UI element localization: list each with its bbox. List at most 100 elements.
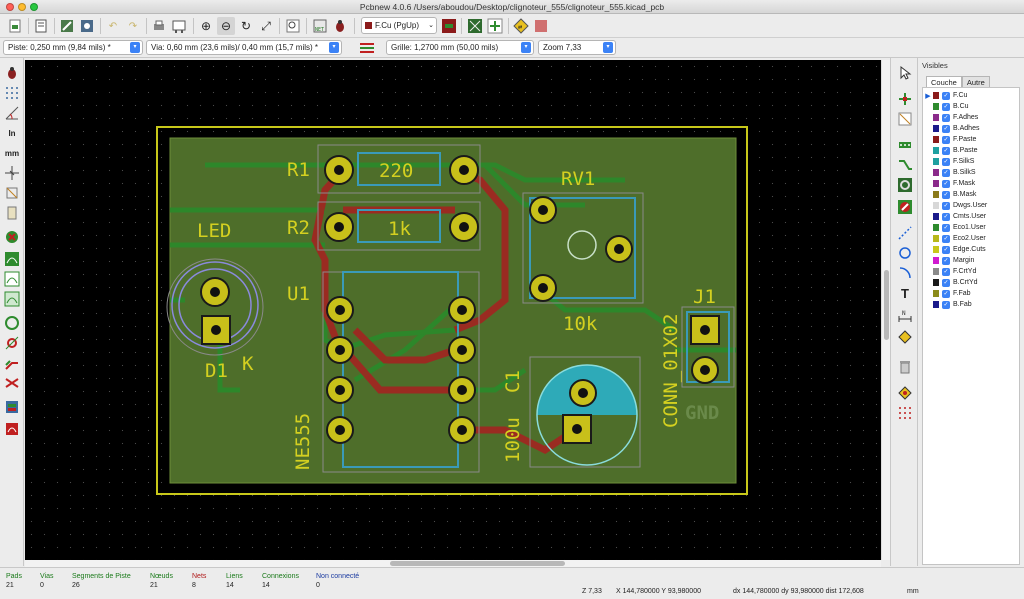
auto-delete-track-icon[interactable] [3, 228, 21, 246]
pcb-canvas[interactable]: R1 220 R2 1k RV1 10k LED D1 K U1 J1 GND … [25, 60, 881, 560]
layer-row[interactable]: ✓Cmts.User [923, 211, 1019, 222]
via-size-select[interactable]: Via: 0,60 mm (23,6 mils)/ 0,40 mm (15,7 … [146, 40, 342, 55]
redo-icon[interactable]: ↷ [128, 20, 138, 32]
vertical-scroll-thumb[interactable] [884, 270, 889, 340]
layer-color-swatch[interactable] [933, 125, 939, 132]
layer-visibility-checkbox[interactable]: ✓ [942, 179, 950, 188]
layer-visibility-checkbox[interactable]: ✓ [942, 212, 950, 221]
redraw-icon[interactable]: ↻ [240, 19, 252, 33]
horizontal-scroll-thumb[interactable] [390, 561, 565, 566]
add-text-icon[interactable]: T [901, 285, 909, 301]
layer-visibility-checkbox[interactable]: ✓ [942, 157, 950, 166]
layer-visibility-checkbox[interactable]: ✓ [942, 223, 950, 232]
pad-sketch-icon[interactable] [3, 314, 21, 332]
show-zones-icon[interactable] [3, 250, 21, 268]
add-via-icon[interactable] [896, 176, 914, 194]
layer-visibility-checkbox[interactable]: ✓ [942, 113, 950, 122]
grid-toggle-icon[interactable] [3, 84, 21, 102]
layer-row[interactable]: ✓B.SilkS [923, 167, 1019, 178]
layer-color-swatch[interactable] [933, 290, 939, 297]
inch-units-button[interactable]: In [8, 128, 16, 138]
module-editor-icon[interactable] [58, 17, 76, 35]
close-window-button[interactable] [6, 3, 14, 11]
layer-visibility-checkbox[interactable]: ✓ [942, 267, 950, 276]
layer-color-swatch[interactable] [933, 114, 939, 121]
delete-item-icon[interactable] [896, 358, 914, 376]
layer-row[interactable]: ✓B.Adhes [923, 123, 1019, 134]
layer-row[interactable]: ✓B.Mask [923, 189, 1019, 200]
page-settings-icon[interactable] [32, 17, 50, 35]
autoroute-icon[interactable]: ⇄ [512, 17, 530, 35]
drc-off-icon[interactable] [3, 64, 21, 82]
plot-icon[interactable] [170, 17, 188, 35]
auto-track-width-icon[interactable] [358, 40, 376, 56]
layer-visibility-checkbox[interactable]: ✓ [942, 168, 950, 177]
layer-visibility-checkbox[interactable]: ✓ [942, 146, 950, 155]
layer-color-swatch[interactable] [933, 136, 939, 143]
route-track-icon[interactable] [896, 156, 914, 174]
layer-row[interactable]: ✓F.Mask [923, 178, 1019, 189]
zoom-out-icon[interactable]: ⊖ [217, 17, 235, 35]
layer-visibility-checkbox[interactable]: ✓ [942, 190, 950, 199]
layer-row[interactable]: ✓B.Fab [923, 299, 1019, 310]
layer-visibility-checkbox[interactable]: ✓ [942, 245, 950, 254]
zoom-select[interactable]: Zoom 7,33▾ [538, 40, 616, 55]
microwave-tools-icon[interactable] [3, 420, 21, 438]
track-sketch-icon[interactable] [3, 354, 21, 372]
add-arc-icon[interactable] [896, 264, 914, 282]
layer-color-swatch[interactable] [933, 279, 939, 286]
layer-color-swatch[interactable] [933, 202, 939, 209]
add-target-icon[interactable] [896, 328, 914, 346]
layer-visibility-checkbox[interactable]: ✓ [942, 201, 950, 210]
layer-row[interactable]: ✓B.CrtYd [923, 277, 1019, 288]
ratsnest-toggle-icon[interactable] [3, 184, 21, 202]
layer-color-swatch[interactable] [933, 180, 939, 187]
layer-select[interactable]: F.Cu (PgUp) ⌄ [361, 17, 437, 34]
layer-row[interactable]: ✓Edge.Cuts [923, 244, 1019, 255]
layer-row[interactable]: ✓F.CrtYd [923, 266, 1019, 277]
netlist-icon[interactable]: NET [311, 17, 329, 35]
layer-row[interactable]: ▶✓F.Cu [923, 90, 1019, 101]
hide-zones-icon[interactable] [3, 270, 21, 288]
polar-coords-icon[interactable] [3, 104, 21, 122]
layer-row[interactable]: ✓F.SilkS [923, 156, 1019, 167]
layer-row[interactable]: ✓Dwgs.User [923, 200, 1019, 211]
layer-visibility-checkbox[interactable]: ✓ [942, 300, 950, 309]
layer-row[interactable]: ✓F.Adhes [923, 112, 1019, 123]
layers-manager-icon[interactable] [3, 398, 21, 416]
high-contrast-icon[interactable] [3, 374, 21, 392]
layer-color-swatch[interactable] [933, 224, 939, 231]
zoom-window-button[interactable] [30, 3, 38, 11]
find-icon[interactable] [284, 17, 302, 35]
layer-row[interactable]: ✓Eco1.User [923, 222, 1019, 233]
layer-visibility-checkbox[interactable]: ✓ [942, 91, 950, 100]
grid-select[interactable]: Grille: 1,2700 mm (50,00 mils)▾ [386, 40, 534, 55]
add-zone-icon[interactable] [896, 198, 914, 216]
select-arrow-icon[interactable] [896, 64, 914, 82]
layer-color-swatch[interactable] [933, 301, 939, 308]
print-icon[interactable] [150, 17, 168, 35]
module-viewer-icon[interactable] [78, 17, 96, 35]
zone-outline-icon[interactable] [3, 290, 21, 308]
add-footprint-icon[interactable] [896, 136, 914, 154]
add-dimension-icon[interactable]: N [896, 306, 914, 324]
layer-color-swatch[interactable] [933, 268, 939, 275]
new-board-icon[interactable] [6, 17, 24, 35]
cursor-shape-icon[interactable] [3, 164, 21, 182]
zoom-in-icon[interactable]: ⊕ [200, 19, 212, 33]
add-circle-icon[interactable] [896, 244, 914, 262]
layer-color-swatch[interactable] [933, 103, 939, 110]
track-width-select[interactable]: Piste: 0,250 mm (9,84 mils) *▾ [3, 40, 143, 55]
layer-visibility-checkbox[interactable]: ✓ [942, 278, 950, 287]
layer-color-swatch[interactable] [933, 235, 939, 242]
layer-color-swatch[interactable] [933, 147, 939, 154]
layer-pair-icon[interactable] [440, 17, 458, 35]
layer-color-swatch[interactable] [933, 169, 939, 176]
module-ratsnest-toggle-icon[interactable] [3, 204, 21, 222]
layer-visibility-checkbox[interactable]: ✓ [942, 124, 950, 133]
local-ratsnest-icon[interactable] [896, 110, 914, 128]
horizontal-scrollbar[interactable] [25, 560, 881, 567]
vertical-scrollbar[interactable] [881, 60, 890, 560]
mm-units-button[interactable]: mm [4, 148, 20, 158]
layer-color-swatch[interactable] [933, 213, 939, 220]
